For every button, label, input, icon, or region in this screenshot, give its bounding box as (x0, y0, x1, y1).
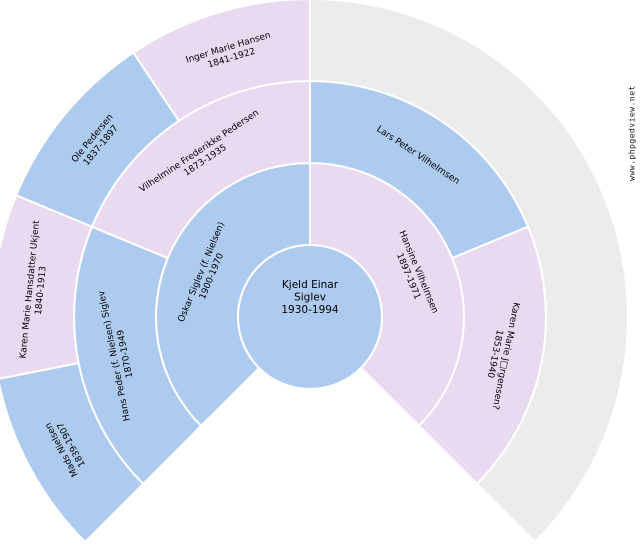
fan-segment-inger-marie-hansen[interactable] (131, 0, 311, 123)
fan-center-kjeld-einar-siglev[interactable] (237, 244, 383, 390)
person-name: Kjeld Einar (282, 279, 339, 291)
fan-segment-empty (309, 0, 629, 544)
person-name: Siglev (294, 292, 326, 304)
fan-segment-mads-nielsen[interactable] (0, 361, 145, 544)
person-dates: 1930-1994 (281, 304, 339, 316)
person-dates: 1840-1913 (34, 266, 49, 316)
watermark: www.phpgedview.net (627, 85, 637, 181)
